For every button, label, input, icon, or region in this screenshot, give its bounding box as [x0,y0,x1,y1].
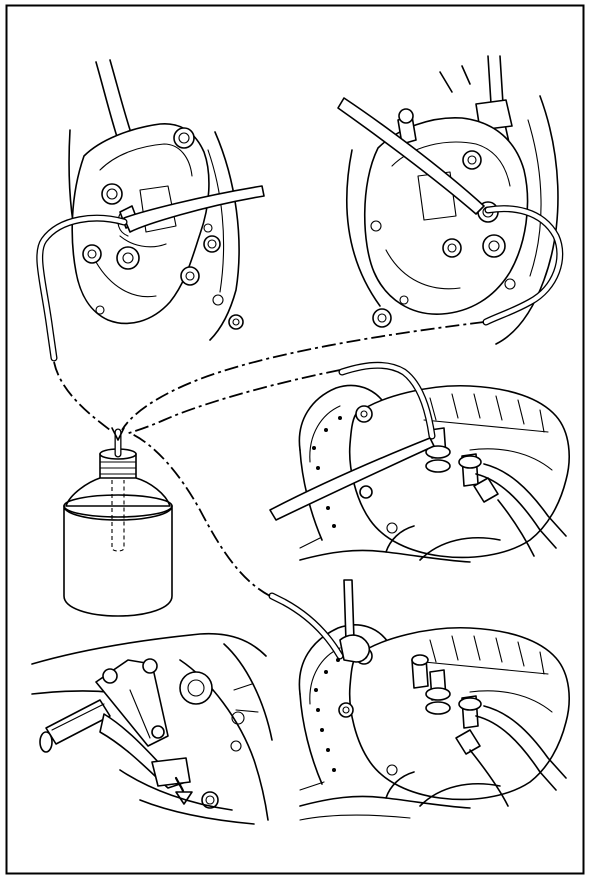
brake-bleeding-illustration [0,0,589,879]
